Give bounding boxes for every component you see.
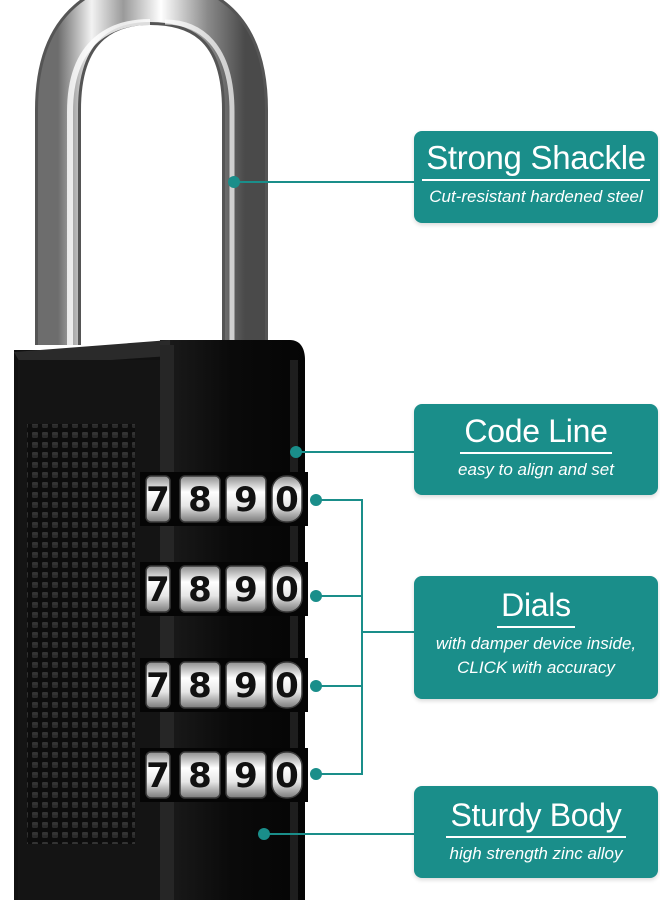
dial-wheel [271, 751, 303, 799]
strong-shackle-subtitle: Cut-resistant hardened steel [429, 187, 643, 206]
dial-digit: 7 [146, 570, 170, 610]
sturdy-body-title: Sturdy Body [446, 796, 626, 838]
dial-wheel [179, 565, 221, 613]
sturdy-body-subtitle: high strength zinc alloy [449, 844, 623, 863]
dial-digit: 0 [275, 480, 299, 520]
shackle [35, 0, 268, 345]
dials-title: Dials [497, 586, 575, 628]
dial-wheel [225, 751, 267, 799]
dial-wheel [145, 475, 171, 523]
callout-connectors [234, 181, 414, 835]
dial-wheel [145, 661, 171, 709]
sturdy-body-callout: Sturdy Body high strength zinc alloy [414, 786, 658, 878]
dial-digit: 0 [275, 570, 299, 610]
dial-digit: 8 [188, 480, 212, 520]
code-line-callout: Code Line easy to align and set [414, 404, 658, 495]
dials-subtitle-line1: with damper device inside, [435, 634, 637, 653]
dials-subtitle-line2: CLICK with accuracy [457, 658, 615, 677]
dial-wheel [271, 475, 303, 523]
dial-digit: 7 [146, 480, 170, 520]
dial-wheel [225, 475, 267, 523]
dial-wheel [145, 565, 171, 613]
dial-digit: 9 [234, 570, 258, 610]
dial-digit: 7 [146, 666, 170, 706]
callout-dots [228, 176, 322, 840]
dial-digit: 9 [234, 666, 258, 706]
dial-wheel [271, 565, 303, 613]
dial-digit: 9 [234, 480, 258, 520]
dial-digit: 7 [146, 756, 170, 796]
dial-wheel [225, 661, 267, 709]
dial-wheel [179, 661, 221, 709]
strong-shackle-title: Strong Shackle [422, 139, 650, 181]
textured-grip [27, 424, 135, 844]
dial-wheel [179, 751, 221, 799]
code-line-title: Code Line [460, 412, 612, 454]
dial-wheel [225, 565, 267, 613]
dial-wheel [179, 475, 221, 523]
lock-body [14, 340, 305, 900]
dial-digit: 8 [188, 756, 212, 796]
dial-digit: 8 [188, 570, 212, 610]
dial-digit: 8 [188, 666, 212, 706]
dial-digit: 9 [234, 756, 258, 796]
dial-digit: 0 [275, 756, 299, 796]
strong-shackle-callout: Strong Shackle Cut-resistant hardened st… [414, 131, 658, 223]
dial-wheel [271, 661, 303, 709]
dial-digit: 0 [275, 666, 299, 706]
dial-wheel [145, 751, 171, 799]
dials-callout: Dials with damper device inside, CLICK w… [414, 576, 658, 699]
code-line-subtitle: easy to align and set [458, 460, 614, 479]
